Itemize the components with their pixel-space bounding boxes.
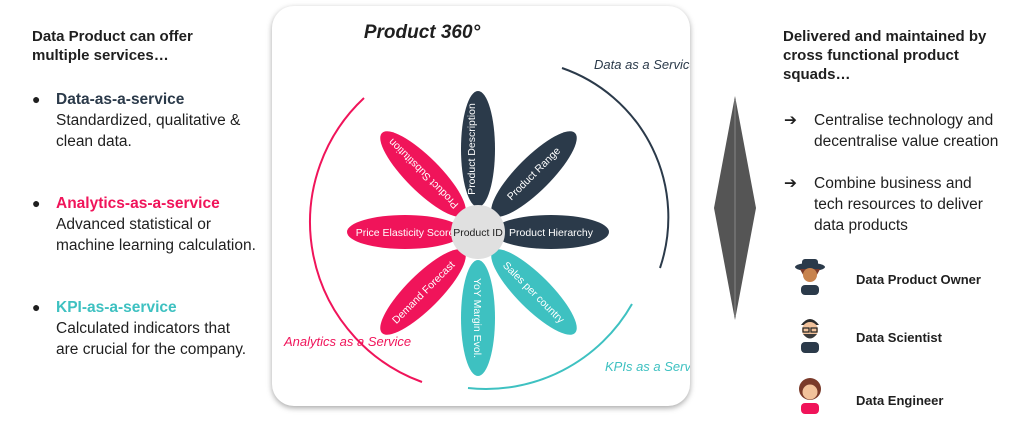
svg-text:YoY Margin Evol.: YoY Margin Evol. bbox=[471, 278, 483, 358]
service-desc: Calculated indicators that are crucial f… bbox=[56, 320, 247, 358]
card-title: Product 360° bbox=[363, 22, 481, 43]
analytics-service-label: Analytics as a Service bbox=[283, 334, 411, 349]
petal-label-line: Product Description bbox=[466, 103, 478, 195]
services-heading: Data Product can offer multiple services… bbox=[32, 28, 193, 64]
petal-label-line: YoY Margin Evol. bbox=[471, 278, 483, 358]
petal-sales-per-country: Sales per country bbox=[491, 249, 577, 335]
hub-label: Product ID bbox=[453, 227, 503, 239]
arrow-icon: ➔ bbox=[784, 175, 797, 192]
role-data-scientist: Data Scientist bbox=[856, 330, 942, 345]
role-data-product-owner: Data Product Owner bbox=[856, 272, 981, 287]
service-item-data: ● Data-as-a-service Standardized, qualit… bbox=[32, 89, 247, 169]
arrow-icon: ➔ bbox=[784, 112, 797, 129]
analytics-service-arc bbox=[309, 97, 423, 383]
petal-product-hierarchy: Product Hierarchy bbox=[493, 215, 609, 249]
product-360-card: Product 360° Product Description Product… bbox=[272, 6, 690, 406]
hub-circle bbox=[451, 205, 505, 259]
flower-diagram: Product Description Product Range Produc… bbox=[283, 57, 690, 390]
bullet-text: Combine business and tech resources to d… bbox=[814, 175, 983, 234]
data-service-label: Data as a Service bbox=[594, 57, 690, 72]
petal-demand-forecast: Demand Forecast bbox=[380, 249, 466, 335]
petal-product-range: Product Range bbox=[491, 131, 577, 217]
bullet-icon: ● bbox=[32, 299, 41, 315]
service-desc: Advanced statistical or machine learning… bbox=[56, 216, 256, 254]
data-service-arc bbox=[561, 67, 670, 269]
data-scientist-avatar bbox=[801, 319, 819, 353]
petal-label-line: Product Hierarchy bbox=[509, 227, 594, 239]
svg-text:Product Hierarchy: Product Hierarchy bbox=[509, 227, 594, 239]
petal-price-elasticity: Price Elasticity Score bbox=[347, 215, 463, 249]
bullet-combine: ➔ Combine business and tech resources to… bbox=[784, 173, 1004, 235]
squads-heading: Delivered and maintained by cross functi… bbox=[783, 28, 987, 83]
petal-label-line: Price Elasticity Score bbox=[356, 227, 455, 239]
service-title: Analytics-as-a-service bbox=[56, 195, 220, 212]
petal-label-line: Product Substitution bbox=[386, 136, 461, 211]
bullet-text: Centralise technology and decentralise v… bbox=[814, 112, 999, 150]
kpis-service-arc bbox=[467, 303, 633, 390]
separator-diamond bbox=[714, 96, 756, 320]
service-title: Data-as-a-service bbox=[56, 91, 185, 108]
data-engineer-avatar bbox=[799, 378, 821, 414]
petal-yoy-margin: YoY Margin Evol. bbox=[461, 260, 495, 376]
petal-product-description: Product Description bbox=[461, 91, 495, 207]
bullet-centralise: ➔ Centralise technology and decentralise… bbox=[784, 110, 1004, 172]
service-item-kpi: ● KPI-as-a-service Calculated indicators… bbox=[32, 297, 247, 381]
role-data-engineer: Data Engineer bbox=[856, 393, 944, 408]
petal-product-substitution: Product Substitution bbox=[380, 131, 466, 217]
service-title: KPI-as-a-service bbox=[56, 299, 177, 316]
service-desc: Standardized, qualitative & clean data. bbox=[56, 112, 241, 150]
bullet-icon: ● bbox=[32, 91, 41, 107]
svg-text:Product Description: Product Description bbox=[466, 103, 478, 195]
svg-text:Price Elasticity Score: Price Elasticity Score bbox=[356, 227, 455, 239]
svg-text:Product Substitution: Product Substitution bbox=[386, 136, 461, 211]
kpis-service-label: KPIs as a Service bbox=[605, 359, 690, 374]
data-product-owner-avatar bbox=[795, 259, 825, 295]
bullet-icon: ● bbox=[32, 195, 41, 211]
service-item-analytics: ● Analytics-as-a-service Advanced statis… bbox=[32, 193, 256, 273]
